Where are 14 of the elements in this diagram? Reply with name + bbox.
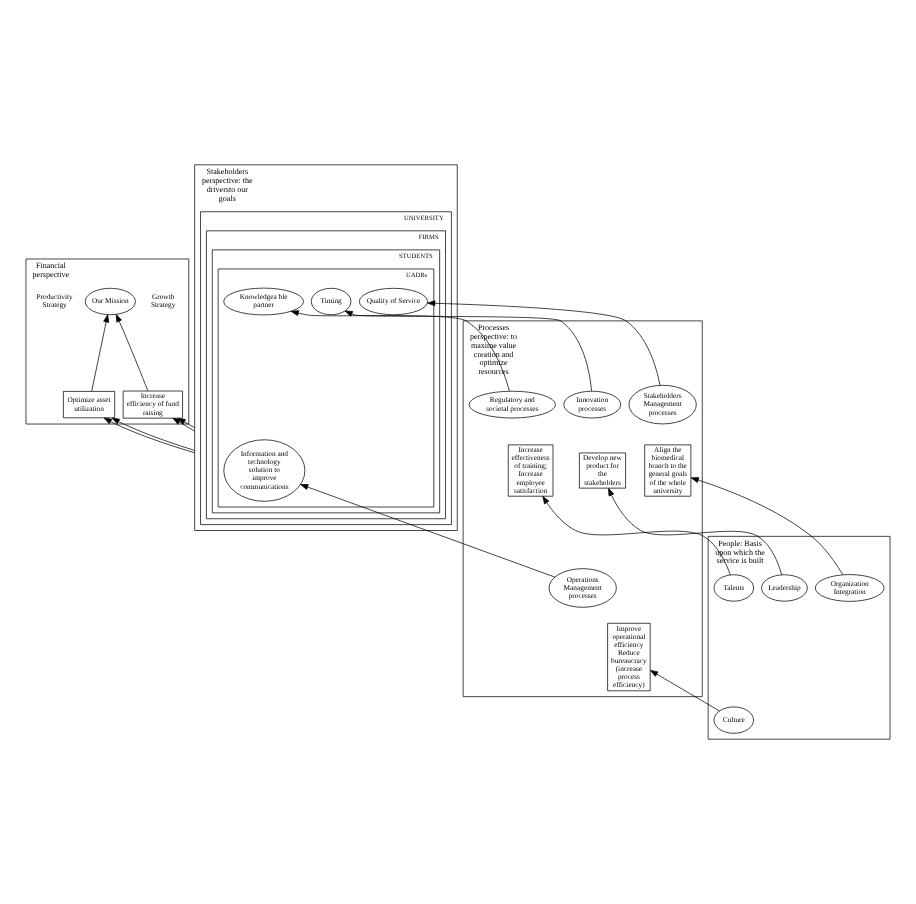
- arrow: [115, 314, 149, 392]
- arrow: [542, 495, 731, 576]
- arrow: [103, 417, 196, 454]
- arrow: [690, 477, 844, 576]
- arrow: [344, 310, 592, 392]
- arrow: [608, 487, 783, 576]
- arrow: [427, 300, 661, 386]
- arrow: [650, 670, 720, 712]
- arrow: [290, 310, 510, 392]
- arrow: [177, 417, 196, 429]
- arrow: [300, 484, 556, 578]
- arrow: [172, 417, 196, 432]
- arrow: [111, 417, 196, 451]
- arrow: [91, 314, 110, 392]
